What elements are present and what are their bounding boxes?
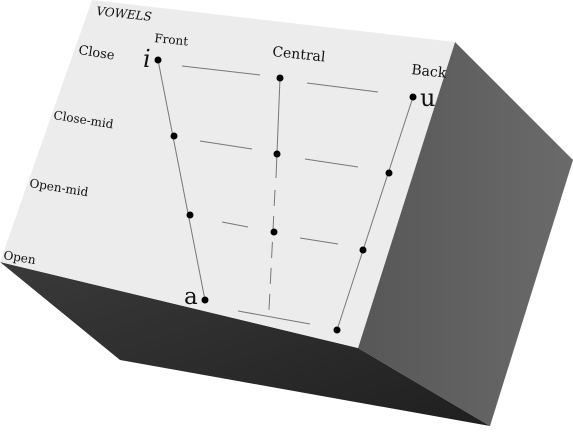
dot-open-mid-back	[359, 246, 367, 254]
cube-bottom-face	[0, 262, 490, 426]
column-label-front: Front	[154, 31, 189, 48]
close-mid-row-segment-1	[199, 140, 253, 150]
column-label-back: Back	[411, 62, 448, 82]
central-axis-dashed	[268, 189, 276, 311]
row-label-open: Open	[3, 248, 37, 267]
open-mid-row-segment-2	[299, 237, 339, 245]
central-axis-line	[275, 77, 281, 179]
dot-close-mid-back	[385, 169, 393, 177]
dot-close-front	[154, 56, 162, 64]
cube-right-face	[358, 42, 573, 426]
open-mid-row-segment-1	[221, 221, 249, 228]
dot-open-front	[201, 296, 209, 304]
back-axis-line	[336, 96, 414, 331]
column-label-central: Central	[272, 44, 327, 66]
close-row-segment-1	[181, 65, 261, 76]
dot-open-back	[333, 326, 341, 334]
front-axis-line	[157, 59, 206, 301]
open-row-segment	[237, 310, 311, 325]
row-label-close: Close	[77, 43, 115, 64]
dot-open-mid-central	[270, 228, 278, 236]
dot-close-back	[409, 93, 417, 101]
dot-close-mid-front	[170, 132, 178, 140]
dot-close-central	[276, 74, 284, 82]
dot-open-mid-front	[186, 211, 194, 219]
close-row-segment-2	[306, 82, 379, 93]
close-mid-row-segment-2	[304, 158, 359, 168]
vowel-symbol-a: a	[184, 284, 198, 310]
vowel-symbol-u: u	[420, 84, 435, 112]
chart-title: VOWELS	[96, 4, 153, 24]
vowel-symbol-i: i	[143, 45, 151, 73]
dot-close-mid-central	[273, 150, 281, 158]
